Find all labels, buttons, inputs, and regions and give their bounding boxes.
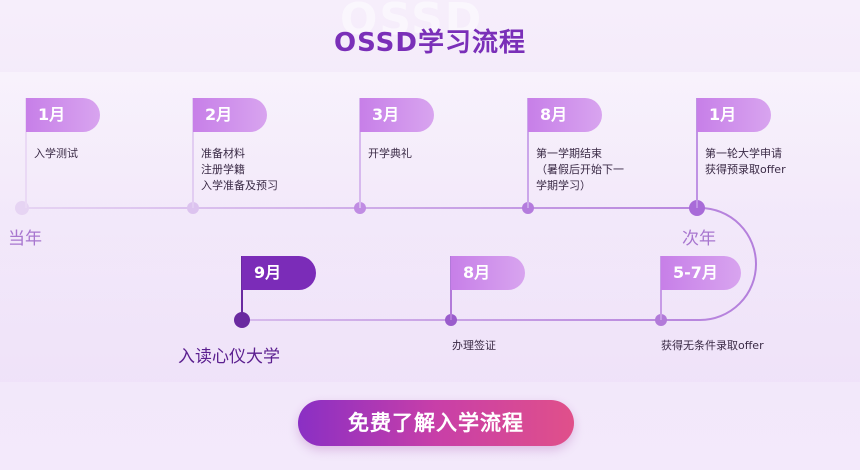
month-flag: 5-7月 bbox=[661, 256, 741, 290]
step-description: 开学典礼 bbox=[368, 147, 412, 160]
timeline-node bbox=[187, 202, 199, 214]
step-description: 入学测试 bbox=[34, 147, 78, 160]
flag-pole bbox=[192, 98, 194, 208]
month-flag: 3月 bbox=[360, 98, 434, 132]
month-flag: 9月 bbox=[242, 256, 316, 290]
timeline-node bbox=[445, 314, 457, 326]
flag-pole bbox=[25, 98, 27, 208]
year-label-this: 当年 bbox=[8, 229, 42, 249]
timeline-node bbox=[689, 200, 705, 216]
month-flag: 2月 bbox=[193, 98, 267, 132]
page-title: OSSD学习流程 bbox=[334, 28, 526, 58]
month-flag: 1月 bbox=[26, 98, 100, 132]
timeline-node bbox=[655, 314, 667, 326]
step-description: 获得无条件录取offer bbox=[661, 339, 764, 352]
month-flag: 1月 bbox=[697, 98, 771, 132]
step-description: 办理签证 bbox=[452, 339, 496, 352]
month-flag: 8月 bbox=[451, 256, 525, 290]
month-flag: 8月 bbox=[528, 98, 602, 132]
step-description: 准备材料 注册学籍 入学准备及预习 bbox=[201, 147, 278, 192]
flag-pole bbox=[527, 98, 529, 208]
timeline-node bbox=[354, 202, 366, 214]
step-description: 第一轮大学申请 获得预录取offer bbox=[705, 147, 786, 176]
year-label-next: 次年 bbox=[682, 229, 716, 249]
step-description: 第一学期结束 （暑假后开始下一 学期学习） bbox=[536, 147, 624, 192]
flag-pole bbox=[359, 98, 361, 208]
flag-pole bbox=[696, 98, 698, 208]
background-watermark: OSSD bbox=[340, 0, 484, 45]
timeline-node bbox=[522, 202, 534, 214]
timeline-node bbox=[234, 312, 250, 328]
cta-button[interactable]: 免费了解入学流程 bbox=[298, 400, 574, 446]
step-description: 入读心仪大学 bbox=[178, 347, 280, 367]
